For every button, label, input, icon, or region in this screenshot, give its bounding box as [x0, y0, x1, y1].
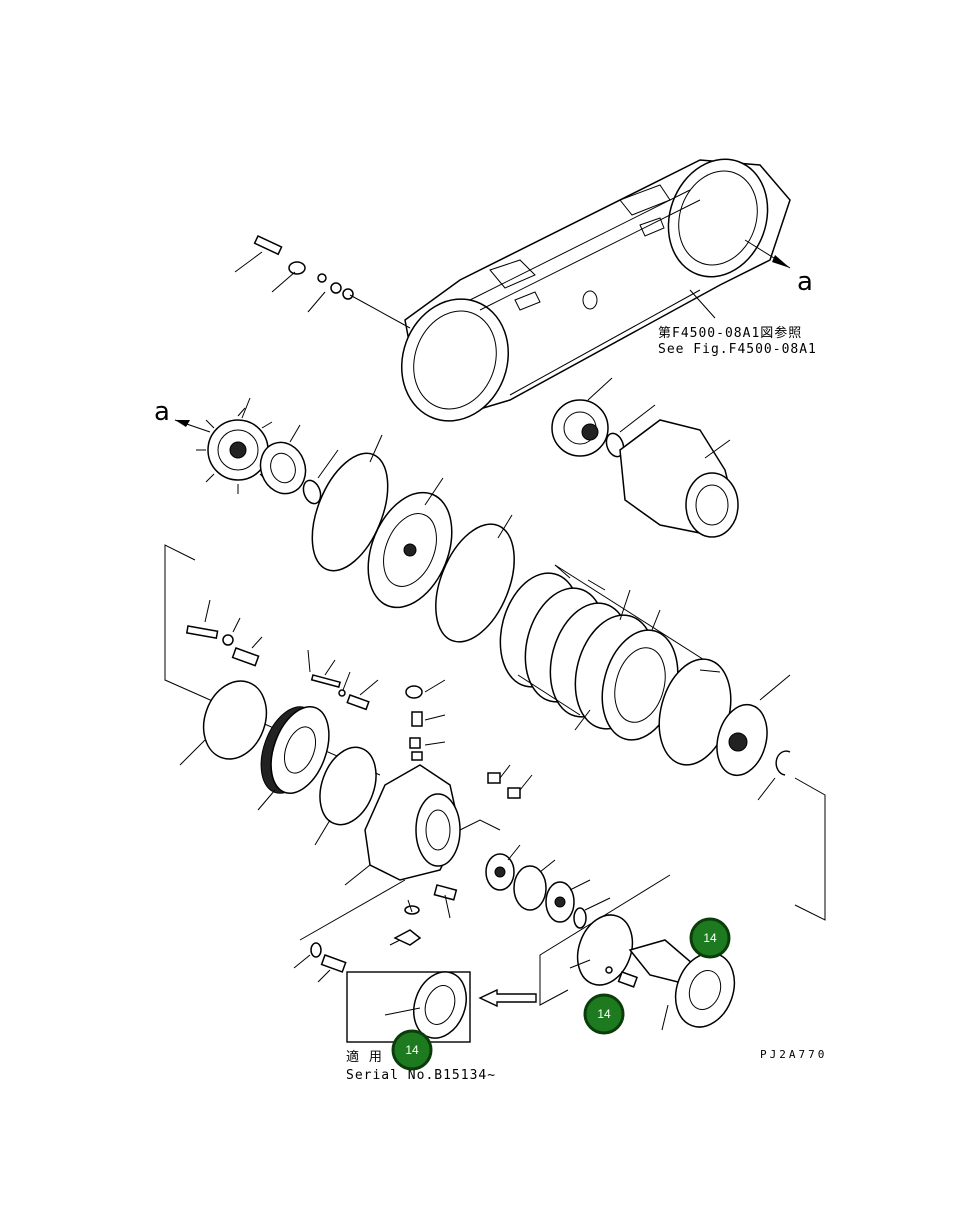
carrier-gear [716, 674, 791, 777]
serial-number: Serial No.B15134~ [346, 1068, 496, 1083]
reference-japanese: 第F4500-08A1図参照 [658, 325, 802, 341]
fittings-column [405, 679, 446, 761]
callout-badge-1[interactable]: 14 [689, 917, 731, 959]
bolt-flange [605, 966, 638, 988]
sprocket-right [551, 377, 613, 457]
bearing-left [259, 424, 307, 495]
o-ring-middle [314, 746, 377, 846]
output-flange-shaft [628, 939, 736, 1031]
sprocket-left [196, 397, 280, 494]
bolt-group-top [234, 235, 411, 329]
track-frame-housing [400, 158, 791, 422]
arrow-a-right: a [744, 239, 813, 297]
reference-english: See Fig.F4500-08A1 [658, 342, 817, 357]
cover-plate [367, 477, 453, 609]
inset-detail [346, 971, 471, 1043]
hollow-arrow [478, 988, 537, 1008]
bolts-left [185, 599, 379, 711]
flange-plate [569, 914, 634, 986]
callout-badge-2-label: 14 [597, 1007, 611, 1021]
arrow-a-left-label: a [154, 397, 170, 427]
callout-badge-2[interactable]: 14 [583, 993, 625, 1035]
applicability-japanese: 適 用 号 [346, 1049, 406, 1065]
callout-badge-1-label: 14 [703, 931, 717, 945]
arrow-a-right-label: a [797, 267, 813, 297]
bearing-lower-3 [545, 879, 591, 923]
bolt-group-lower [293, 879, 458, 983]
seal-lower [573, 897, 611, 929]
callout-badge-3[interactable]: 14 [391, 1029, 433, 1071]
bearing-lower-1 [485, 844, 521, 891]
final-drive-hub [619, 419, 739, 538]
snap-ring [757, 750, 791, 801]
seal-ring-small [302, 449, 339, 505]
piston [257, 706, 330, 811]
clutch-disc-pack [499, 564, 721, 741]
bracket-right [794, 777, 826, 921]
arrow-a-left: a [154, 397, 211, 433]
o-ring-large-2 [435, 514, 515, 643]
seal-right [605, 404, 656, 458]
callout-badge-3-label: 14 [405, 1043, 419, 1057]
nut-bolt-small [487, 764, 533, 799]
bearing-lower-2 [513, 859, 556, 911]
o-ring-left [179, 680, 268, 766]
main-case [344, 764, 501, 886]
drawing-code: PJ2A770 [760, 1048, 827, 1061]
leader-line [689, 289, 716, 319]
